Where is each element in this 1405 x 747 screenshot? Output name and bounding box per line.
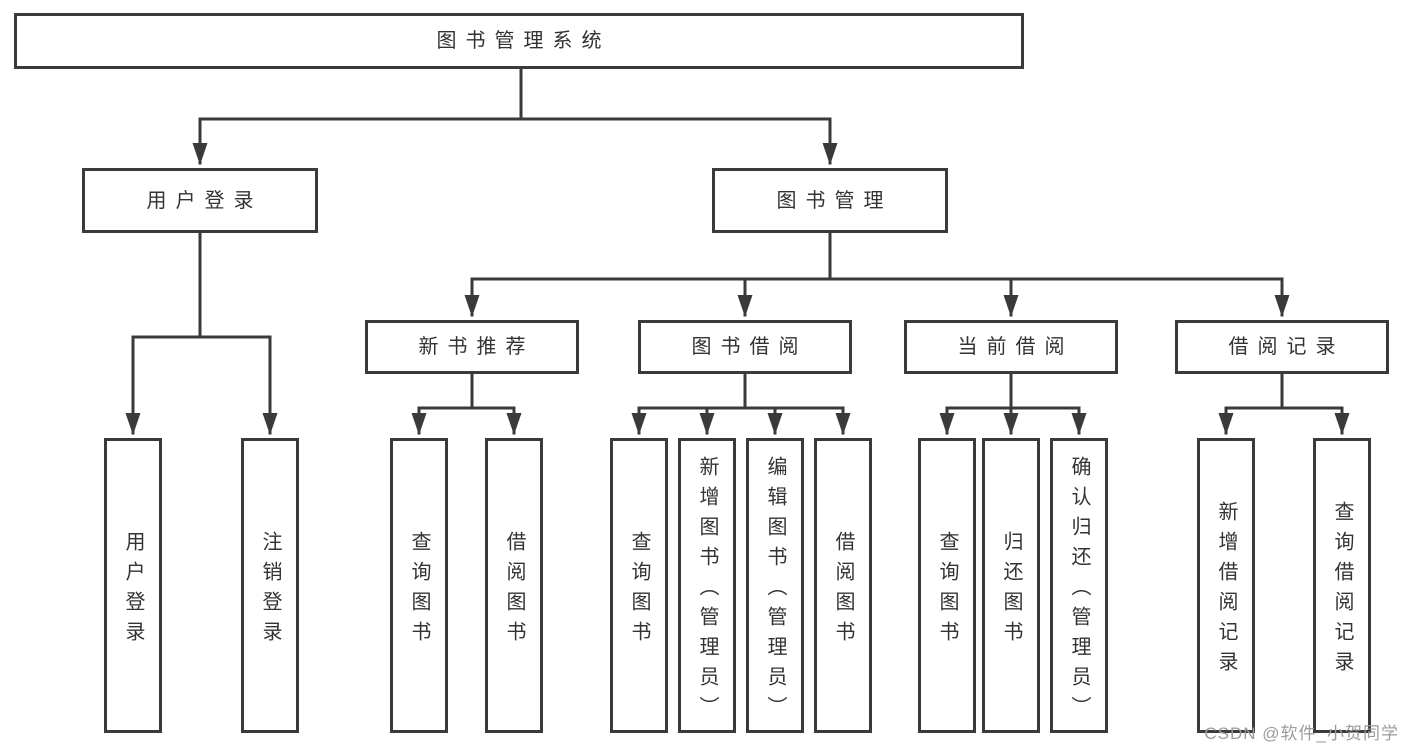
node-borrowing-records-label: 借阅记录 xyxy=(1228,336,1345,358)
node-user-login-label: 用户登录 xyxy=(146,189,263,212)
leaf-user-login: 用户登录 xyxy=(104,438,162,733)
node-book-borrowing-label: 图书借阅 xyxy=(691,336,808,358)
node-current-borrowing-label: 当前借阅 xyxy=(957,336,1074,358)
leaf-query-books-recommend: 查询图书 xyxy=(390,438,448,733)
node-library-system: 图书管理系统 xyxy=(14,13,1024,69)
leaf-query-books-borrowing-label: 查询图书 xyxy=(628,530,650,651)
leaf-confirm-return-admin: 确认归还（管理员） xyxy=(1050,438,1108,733)
watermark: CSDN @软件_小贺同学 xyxy=(1204,724,1399,743)
leaf-return-books: 归还图书 xyxy=(982,438,1040,733)
node-library-system-label: 图书管理系统 xyxy=(436,30,611,52)
leaf-query-books-current-label: 查询图书 xyxy=(936,530,958,651)
node-book-borrowing: 图书借阅 xyxy=(638,320,852,374)
node-book-management-label: 图书管理 xyxy=(776,189,893,212)
leaf-borrow-books-borrowing: 借阅图书 xyxy=(814,438,872,733)
leaf-query-books-recommend-label: 查询图书 xyxy=(408,530,430,651)
leaf-add-book-admin: 新增图书（管理员） xyxy=(678,438,736,733)
node-borrowing-records: 借阅记录 xyxy=(1175,320,1389,374)
leaf-query-books-borrowing: 查询图书 xyxy=(610,438,668,733)
leaf-return-books-label: 归还图书 xyxy=(1000,530,1022,651)
leaf-logout-label: 注销登录 xyxy=(259,530,281,651)
leaf-add-borrow-record-label: 新增借阅记录 xyxy=(1215,500,1237,681)
leaf-user-login-label: 用户登录 xyxy=(122,530,144,651)
leaf-borrow-books-recommend: 借阅图书 xyxy=(485,438,543,733)
leaf-confirm-return-admin-label: 确认归还（管理员） xyxy=(1068,455,1090,726)
leaf-query-borrow-record-label: 查询借阅记录 xyxy=(1331,500,1353,681)
leaf-add-borrow-record: 新增借阅记录 xyxy=(1197,438,1255,733)
leaf-query-borrow-record: 查询借阅记录 xyxy=(1313,438,1371,733)
node-book-management: 图书管理 xyxy=(712,168,948,233)
leaf-add-book-admin-label: 新增图书（管理员） xyxy=(696,455,718,726)
leaf-edit-book-admin: 编辑图书（管理员） xyxy=(746,438,804,733)
leaf-borrow-books-recommend-label: 借阅图书 xyxy=(503,530,525,651)
leaf-query-books-current: 查询图书 xyxy=(918,438,976,733)
node-new-book-recommend-label: 新书推荐 xyxy=(418,336,535,358)
leaf-borrow-books-borrowing-label: 借阅图书 xyxy=(832,530,854,651)
leaf-logout: 注销登录 xyxy=(241,438,299,733)
node-user-login: 用户登录 xyxy=(82,168,318,233)
leaf-edit-book-admin-label: 编辑图书（管理员） xyxy=(764,455,786,726)
node-current-borrowing: 当前借阅 xyxy=(904,320,1118,374)
node-new-book-recommend: 新书推荐 xyxy=(365,320,579,374)
